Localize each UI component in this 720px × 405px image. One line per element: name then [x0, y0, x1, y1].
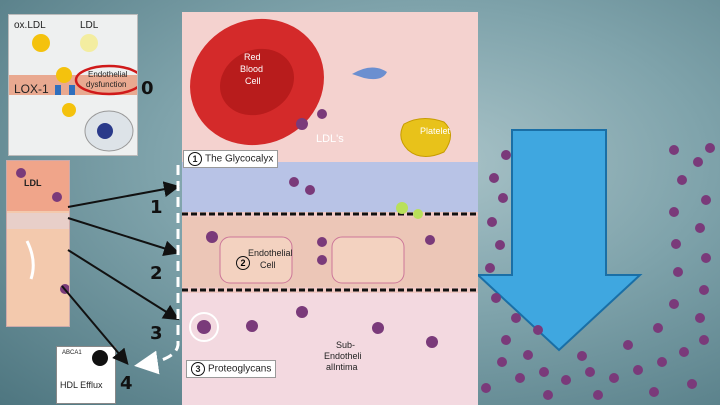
lox1-receptor — [55, 85, 61, 95]
proteoglycan-bound-ldl — [296, 306, 308, 318]
trapped-ldl — [197, 320, 211, 334]
nucleus — [97, 123, 113, 139]
ldl-particle — [289, 177, 299, 187]
left-panel-drawing — [7, 161, 70, 294]
step-number-0: 0 — [141, 78, 154, 99]
ldl-flow-graphic — [478, 129, 715, 400]
endothelial-cell-label: 2 Endothelial Cell — [236, 248, 304, 278]
proteoglycans-number: 3 — [191, 362, 205, 376]
left-ldl-label: LDL — [24, 178, 42, 188]
ldl-particle-field — [481, 143, 715, 400]
ldl-particle — [296, 118, 308, 130]
protein-strand — [352, 67, 387, 80]
ldl-particle — [52, 192, 62, 202]
glycocalyx-number: 1 — [188, 152, 202, 166]
big-down-arrow — [478, 129, 643, 352]
glycocalyx-layer — [182, 162, 478, 212]
sub-intima-line3: alIntima — [326, 362, 358, 372]
ldl-label: LDL — [80, 20, 99, 31]
step-number-3: 3 — [150, 323, 163, 344]
ldl-particle — [60, 284, 70, 294]
step-number-4: 4 — [120, 373, 133, 394]
trapped-ldl-highlight — [189, 312, 219, 342]
path-arrow — [25, 240, 35, 280]
inset-lox1-drawing — [9, 34, 144, 152]
endothelial-cell-line2: Cell — [260, 260, 276, 270]
oxldl-label: ox.LDL — [14, 20, 46, 31]
hdl-efflux-label: HDL Efflux — [60, 380, 103, 390]
step-number-2: 2 — [150, 263, 163, 284]
endothelial-cell — [219, 236, 293, 284]
glycocalyx-text: The Glycocalyx — [205, 153, 274, 165]
ldl-particle — [425, 235, 435, 245]
ldl-particle — [80, 34, 98, 52]
oxldl-particle — [32, 34, 50, 52]
platelet-label: Platelet — [420, 126, 451, 136]
lox1-label: LOX-1 — [14, 82, 49, 96]
proteoglycans-text: Proteoglycans — [208, 363, 272, 375]
sub-intima-line2: Endotheli — [324, 351, 362, 361]
glycocalyx-region — [7, 213, 69, 229]
internalized-oxldl — [62, 103, 76, 117]
ldls-label: LDL's — [316, 133, 344, 145]
ldl-particle — [305, 185, 315, 195]
step-number-1: 1 — [150, 197, 163, 218]
rbc-center — [220, 48, 294, 116]
ldl-particle — [317, 255, 327, 265]
hdl-icon — [92, 350, 108, 366]
lox1-receptor — [69, 85, 75, 95]
endo-dysfunction-line1: Endothelial — [88, 70, 128, 79]
hdl-top-label: ABCA1 — [62, 350, 82, 356]
proteoglycan-bound-ldl — [246, 320, 258, 332]
hdl-particle — [396, 202, 408, 214]
lumen-region — [7, 161, 69, 211]
ldl-particle — [317, 237, 327, 247]
inset-lox1-panel — [8, 14, 144, 156]
rbc-label-line3: Cell — [245, 76, 261, 86]
rbc-label-line2: Blood — [240, 64, 264, 74]
ldl-cluster — [206, 231, 218, 243]
arrow-to-intima — [67, 249, 180, 321]
rbc-label-line1: Red — [244, 52, 261, 62]
artery-drawing — [182, 12, 478, 405]
ldl-particle — [16, 168, 26, 178]
platelet-shape — [400, 118, 451, 157]
proteoglycan-bound-ldl — [426, 336, 438, 348]
bound-oxldl-particle — [56, 67, 72, 83]
artery-illustration — [182, 12, 478, 405]
endothelial-cell-number: 2 — [236, 256, 250, 270]
sub-intima-line1: Sub- — [336, 340, 356, 350]
arrow-to-endothelium — [67, 217, 180, 257]
ldl-particle — [317, 109, 327, 119]
hdl-particle — [413, 209, 423, 219]
endothelial-cell — [331, 236, 405, 284]
sub-endothelial-intima — [182, 293, 478, 405]
proteoglycan-bound-ldl — [372, 322, 384, 334]
endo-dysfunction-line2: dysfunction — [86, 80, 127, 89]
endothelial-cell-line1: Endothelial — [248, 248, 293, 258]
